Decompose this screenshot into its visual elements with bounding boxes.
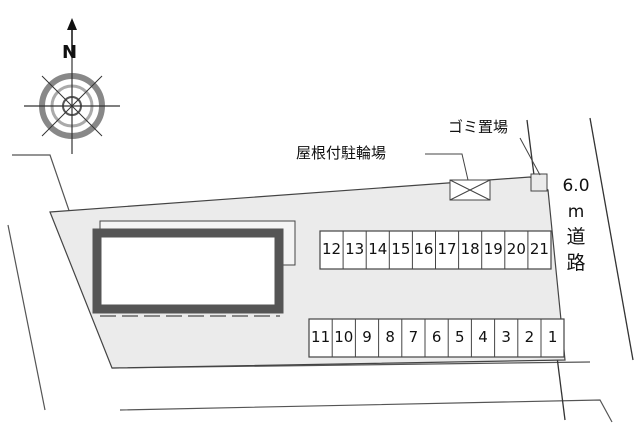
road-word-1: 道 bbox=[566, 225, 586, 248]
garbage-box bbox=[530, 173, 548, 192]
parking-space-21: 21 bbox=[529, 240, 549, 258]
building bbox=[92, 228, 284, 314]
road-width-value: 6.0 bbox=[562, 176, 590, 196]
parking-slot-dividers bbox=[331, 231, 542, 357]
parking-space-8: 8 bbox=[385, 328, 395, 346]
garbage-label: ゴミ置場 bbox=[448, 118, 509, 136]
road-width-label: 6.0 m 道 路 bbox=[556, 176, 596, 274]
parking-space-12: 12 bbox=[322, 240, 342, 258]
bicycle-parking-label: 屋根付駐輪場 bbox=[296, 144, 387, 162]
parking-space-18: 18 bbox=[460, 240, 480, 258]
parking-space-2: 2 bbox=[524, 328, 535, 346]
compass-north-label: N bbox=[62, 42, 78, 63]
parking-space-14: 14 bbox=[368, 240, 388, 258]
parking-space-10: 10 bbox=[334, 328, 354, 346]
parking-space-13: 13 bbox=[345, 240, 365, 258]
road-edge-right-outer bbox=[589, 117, 634, 361]
parking-space-1: 1 bbox=[547, 328, 558, 346]
parking-space-7: 7 bbox=[408, 328, 419, 346]
parking-space-20: 20 bbox=[506, 240, 526, 258]
parking-row-bottom-frame bbox=[308, 318, 565, 358]
parking-space-6: 6 bbox=[431, 328, 442, 346]
parking-space-16: 16 bbox=[414, 240, 434, 258]
parking-space-11: 11 bbox=[311, 328, 331, 346]
road-width-unit: m bbox=[567, 201, 585, 222]
garbage-leader-line bbox=[519, 137, 541, 176]
parking-space-5: 5 bbox=[455, 328, 465, 346]
parking-space-17: 17 bbox=[437, 240, 457, 258]
parking-space-4: 4 bbox=[478, 328, 488, 346]
parking-space-9: 9 bbox=[362, 328, 372, 346]
parking-space-3: 3 bbox=[501, 328, 511, 346]
boundary-line-left-lower bbox=[7, 224, 46, 411]
bicycle-parking-symbol bbox=[449, 179, 491, 201]
compass-rose bbox=[24, 18, 120, 154]
parking-space-15: 15 bbox=[391, 240, 411, 258]
parking-space-19: 19 bbox=[483, 240, 503, 258]
road-edge-bottom-2 bbox=[119, 399, 613, 423]
road-word-2: 路 bbox=[566, 251, 586, 274]
bicycle-leader-line bbox=[425, 153, 469, 181]
